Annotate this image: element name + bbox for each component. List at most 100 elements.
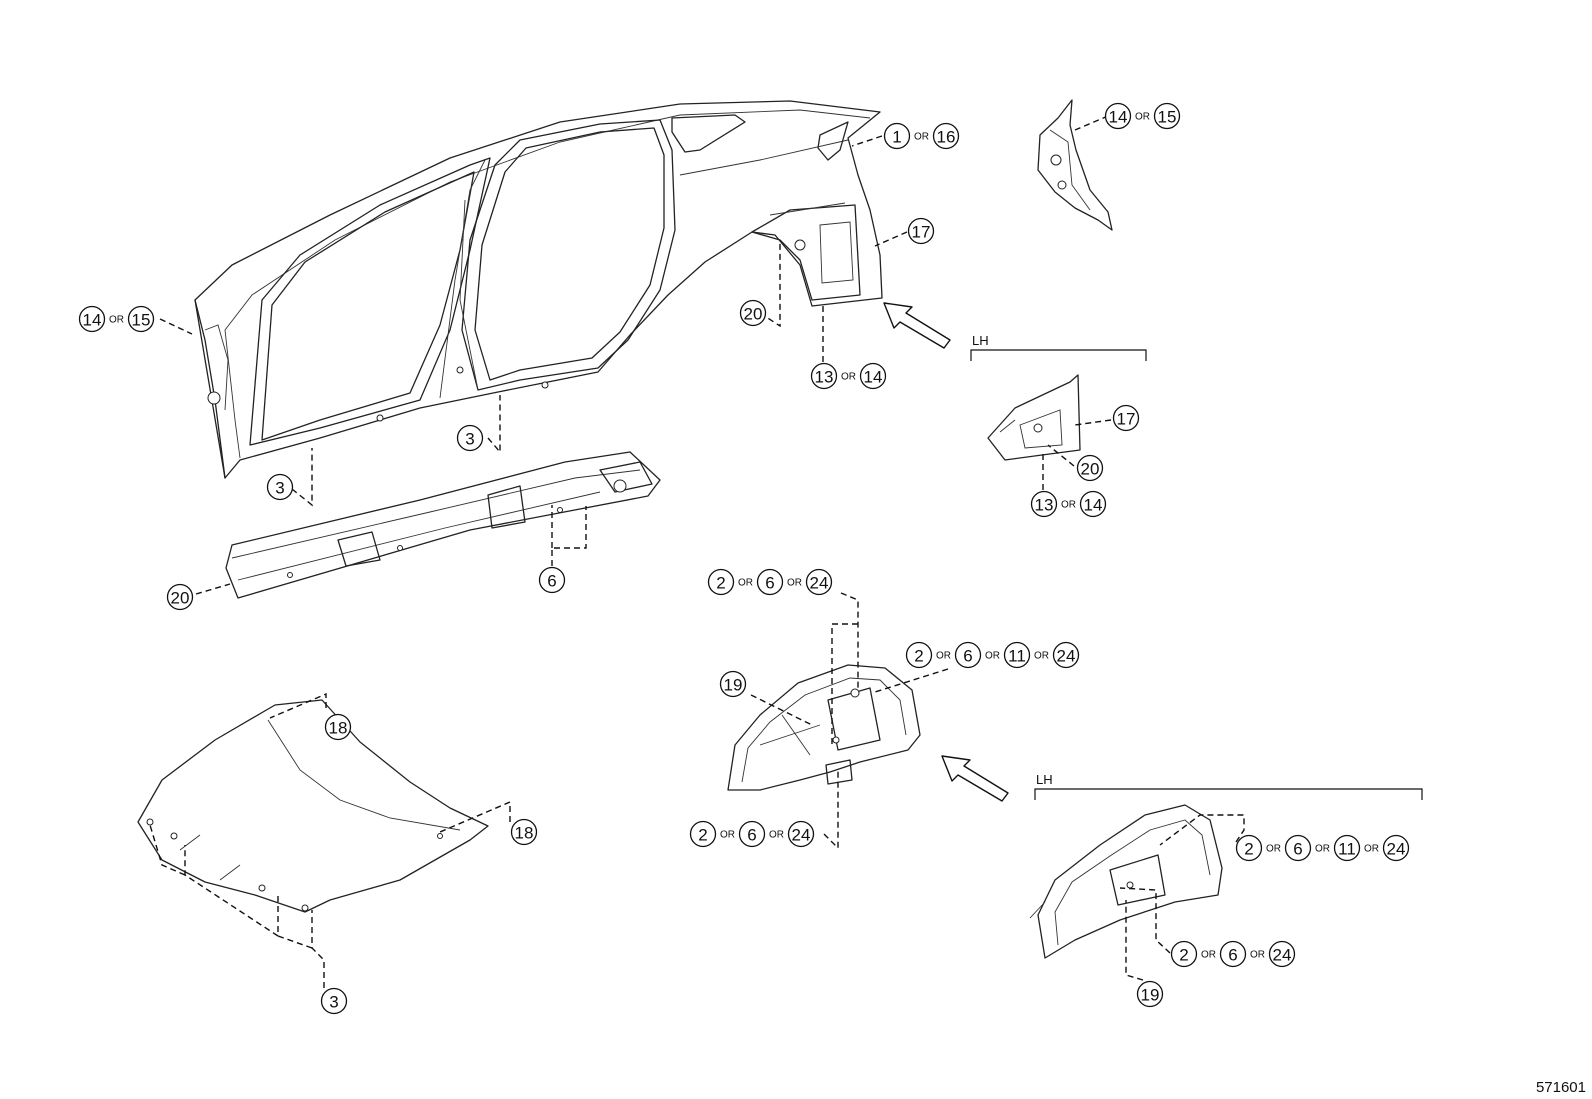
callout-number: 6 (1228, 946, 1237, 965)
callout-number: 19 (724, 676, 743, 695)
callout-circle (719, 670, 747, 698)
callout-c23: 19 (1136, 980, 1164, 1008)
callout-circle (324, 713, 352, 741)
callout-number: 20 (1081, 460, 1100, 479)
or-separator: OR (1135, 112, 1150, 123)
or-separator: OR (914, 132, 929, 143)
callout-number: 17 (912, 223, 931, 242)
or-separator: OR (936, 651, 951, 662)
callout-number: 2 (1244, 840, 1253, 859)
callout-number: 20 (744, 305, 763, 324)
callout-number: 13 (815, 368, 834, 387)
or-separator: OR (720, 830, 735, 841)
callout-circle (738, 820, 766, 848)
or-separator: OR (1034, 651, 1049, 662)
callout-number: 3 (329, 993, 338, 1012)
callout-circle (810, 362, 838, 390)
rocker-sill-panel (225, 451, 661, 599)
callout-number: 6 (1293, 840, 1302, 859)
callout-circle (1219, 940, 1247, 968)
callout-number: 24 (810, 574, 829, 593)
callout-number: 15 (1158, 108, 1177, 127)
callout-circle (805, 568, 833, 596)
or-separator: OR (1315, 844, 1330, 855)
or-separator: OR (1061, 500, 1076, 511)
callout-circle (905, 641, 933, 669)
or-separator: OR (841, 372, 856, 383)
callout-number: 13 (1035, 496, 1054, 515)
or-separator: OR (1266, 844, 1281, 855)
callout-c8: 3 (266, 473, 294, 501)
hood-panel (137, 699, 489, 913)
callout-circle (1136, 980, 1164, 1008)
callout-circle (538, 566, 566, 594)
pillar-inset-part (1037, 99, 1113, 231)
callout-number: 11 (1338, 840, 1356, 859)
callout-number: 6 (963, 647, 972, 666)
callout-circle (756, 568, 784, 596)
callout-circle (1382, 834, 1410, 862)
callout-number: 14 (1084, 496, 1103, 515)
callout-circle (954, 641, 982, 669)
callout-number: 6 (747, 826, 756, 845)
lh-bracket-upper (970, 349, 1147, 361)
wheel-house-inner (727, 664, 921, 791)
callout-c4: 20 (739, 299, 767, 327)
callout-circle (787, 820, 815, 848)
callout-circle (320, 987, 348, 1015)
arrows (883, 302, 1009, 802)
callout-number: 6 (547, 572, 556, 591)
callout-circle (932, 122, 960, 150)
lh-wheelhouse-inset-part (987, 374, 1081, 461)
callout-circle (456, 424, 484, 452)
lh-brackets: LH LH (970, 333, 1423, 800)
or-separator: OR (109, 315, 124, 326)
callout-number: 24 (1387, 840, 1406, 859)
callout-number: 3 (275, 479, 284, 498)
lh-label-lower: LH (1036, 772, 1053, 787)
callout-circle (1104, 102, 1132, 130)
callout-number: 14 (1109, 108, 1128, 127)
callout-c20: 3 (320, 987, 348, 1015)
callout-circle (1284, 834, 1312, 862)
callout-number: 24 (1057, 647, 1076, 666)
or-separator: OR (738, 578, 753, 589)
lh-wheelhouse-inset-lower (1029, 804, 1223, 959)
callout-circle (1112, 404, 1140, 432)
callout-number: 17 (1117, 410, 1136, 429)
callout-c10: 20 (1076, 454, 1104, 482)
callout-circle (1003, 641, 1031, 669)
callout-c18: 18 (324, 713, 352, 741)
callout-number: 20 (171, 589, 190, 608)
callout-circle (907, 217, 935, 245)
or-separator: OR (985, 651, 1000, 662)
callout-circle (127, 305, 155, 333)
callout-c1: 1 OR 16 (883, 122, 960, 150)
leader-lines (149, 115, 1245, 988)
lh-bracket-lower (1034, 788, 1423, 800)
callout-circle (1268, 940, 1296, 968)
callout-circle (1170, 940, 1198, 968)
callout-number: 2 (698, 826, 707, 845)
callout-circle (1076, 454, 1104, 482)
callout-number: 6 (765, 574, 774, 593)
callout-number: 16 (937, 128, 956, 147)
callout-circle (739, 299, 767, 327)
callout-number: 2 (1179, 946, 1188, 965)
callout-circle (1052, 641, 1080, 669)
callout-circle (1153, 102, 1181, 130)
callout-number: 1 (892, 128, 901, 147)
callout-circle (510, 818, 538, 846)
callout-number: 24 (1273, 946, 1292, 965)
callout-c19: 18 (510, 818, 538, 846)
view-arrow-lower (941, 755, 1009, 802)
callout-number: 3 (465, 430, 474, 449)
illustration-code: 571601 (1536, 1079, 1586, 1096)
callout-circle (859, 362, 887, 390)
callout-c13: 6 (538, 566, 566, 594)
callout-number: 11 (1008, 647, 1026, 666)
